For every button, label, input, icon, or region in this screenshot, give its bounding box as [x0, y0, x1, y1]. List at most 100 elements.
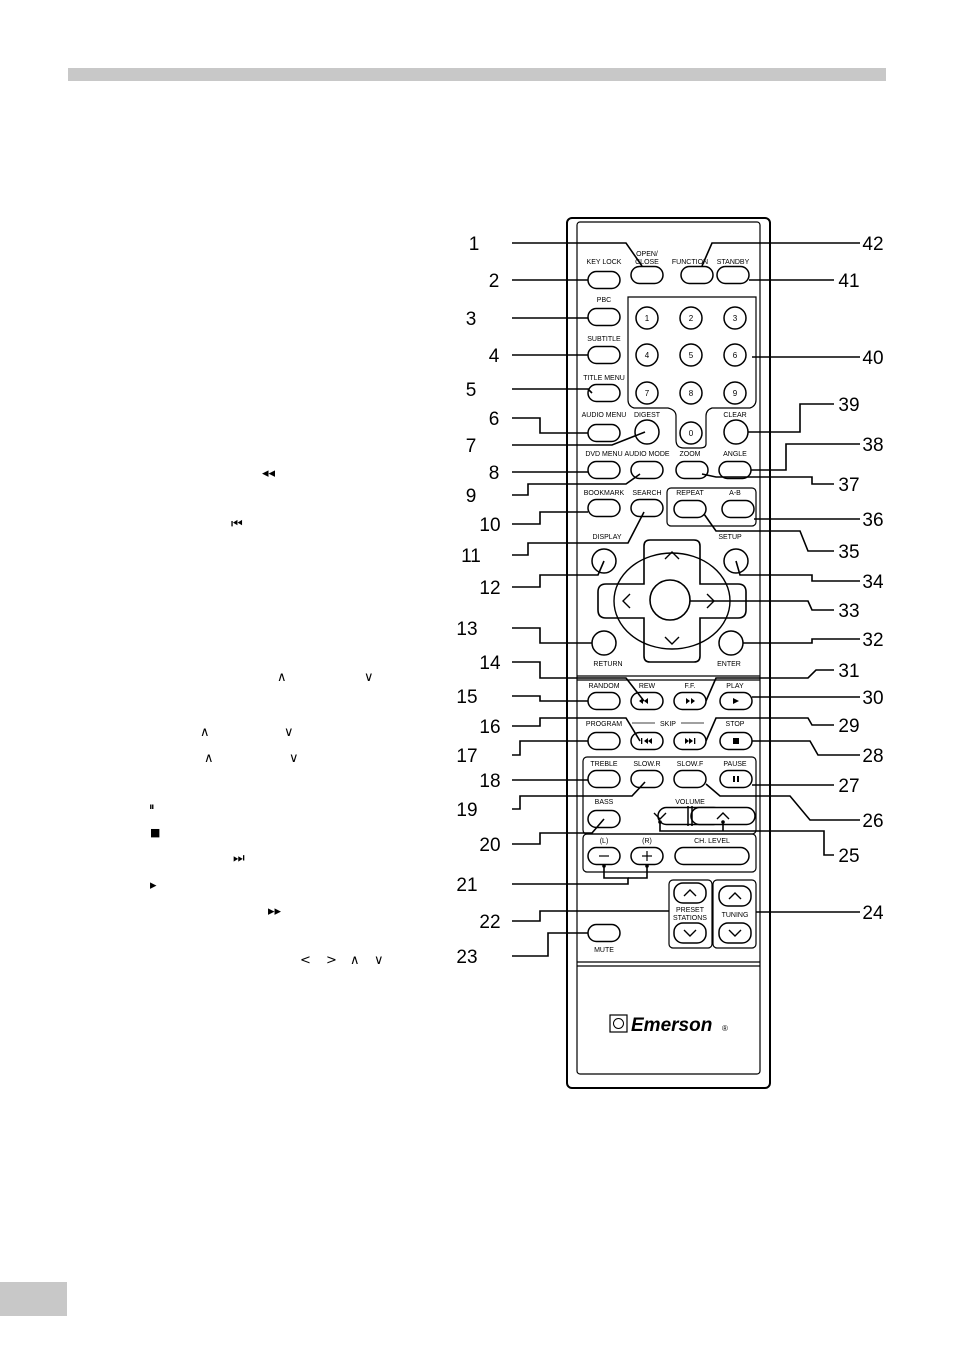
preset-down-button[interactable]: [673, 922, 707, 944]
preset-up-button[interactable]: [673, 882, 707, 904]
digit-label: 3: [733, 314, 738, 323]
tuning-up-button[interactable]: [718, 885, 752, 907]
up-glyph: ∧: [277, 670, 287, 685]
digit-label: 4: [645, 351, 650, 360]
play-label: PLAY: [726, 683, 744, 690]
search-label: SEARCH: [632, 490, 661, 497]
search-button[interactable]: [630, 498, 664, 518]
digit-7-button[interactable]: [635, 381, 659, 405]
nav-left-glyph: <: [300, 953, 311, 968]
callout-line: [512, 661, 645, 702]
callout-line: [512, 473, 641, 496]
digit-1-button[interactable]: [635, 306, 659, 330]
chevron-down-icon: [728, 929, 742, 937]
callout-number: 27: [838, 776, 859, 797]
digest-label: DIGEST: [634, 412, 661, 419]
angle-button[interactable]: [718, 460, 752, 480]
function-button[interactable]: [680, 265, 714, 285]
digest-button[interactable]: [634, 419, 660, 445]
pause-button[interactable]: [719, 769, 753, 789]
digit-3-button[interactable]: [723, 306, 747, 330]
digit-2-button[interactable]: [679, 306, 703, 330]
callout-number: 14: [479, 653, 501, 674]
callout-number: 15: [456, 687, 477, 708]
callout-line: [512, 932, 588, 957]
enter-button[interactable]: [718, 630, 744, 656]
callout-number: 10: [479, 515, 500, 536]
up-glyph: ∧: [200, 725, 210, 740]
digit-6-button[interactable]: [723, 343, 747, 367]
callout-line: [743, 638, 860, 644]
callout-number: 28: [862, 746, 883, 767]
program-button[interactable]: [587, 731, 621, 751]
callout-line: [512, 511, 645, 556]
key-lock-button[interactable]: [587, 270, 621, 290]
callout-number: 42: [862, 234, 883, 255]
nav-right-glyph: >: [326, 953, 337, 968]
audio-mode-button[interactable]: [630, 460, 664, 480]
digit-8-button[interactable]: [679, 381, 703, 405]
return-label: RETURN: [593, 661, 622, 668]
callout-number: 23: [456, 947, 477, 968]
pbc-button[interactable]: [587, 307, 621, 327]
treble-button[interactable]: [587, 769, 621, 789]
tuning-down-button[interactable]: [718, 922, 752, 944]
clear-button[interactable]: [723, 419, 749, 445]
callout-number: 2: [489, 271, 500, 292]
bookmark-button[interactable]: [587, 498, 621, 518]
nav-down-icon: [664, 636, 680, 645]
clear-label: CLEAR: [723, 412, 746, 419]
nav-center-button[interactable]: [649, 579, 691, 621]
title-menu-button[interactable]: [587, 383, 621, 403]
ch-level-button[interactable]: [674, 846, 750, 866]
callout-number: 25: [838, 846, 859, 867]
digit-label: 0: [689, 429, 694, 438]
subtitle-button[interactable]: [587, 345, 621, 365]
nav-pad[interactable]: [597, 539, 747, 663]
slow-r-button[interactable]: [630, 769, 664, 789]
repeat-button[interactable]: [673, 499, 707, 519]
slow-f-button[interactable]: [673, 769, 707, 789]
pbc-label: PBC: [597, 297, 611, 304]
open-close-button[interactable]: [630, 265, 664, 285]
brand-name: Emerson: [631, 1015, 712, 1036]
callout-line: [512, 417, 588, 434]
standby-button[interactable]: [716, 265, 750, 285]
callout-number: 41: [838, 271, 859, 292]
logo-seal-icon: [609, 1014, 628, 1033]
treble-label: TREBLE: [590, 761, 618, 768]
digit-9-button[interactable]: [723, 381, 747, 405]
right-label: (R): [642, 838, 652, 845]
callout-number: 35: [838, 542, 859, 563]
mute-button[interactable]: [587, 923, 621, 943]
callout-number: 32: [862, 630, 883, 651]
callout-number: 6: [489, 409, 500, 430]
ab-button[interactable]: [721, 499, 755, 519]
callout-line: [512, 431, 646, 446]
random-button[interactable]: [587, 691, 621, 711]
fast-forward-icon: [686, 698, 695, 704]
callout-line: [701, 242, 860, 267]
digit-4-button[interactable]: [635, 343, 659, 367]
digit-0-button[interactable]: [679, 421, 703, 445]
audio-menu-button[interactable]: [587, 423, 621, 443]
ff-label: F.F.: [685, 683, 696, 690]
preset-2-label: STATIONS: [673, 915, 707, 922]
ab-label: A-B: [729, 490, 741, 497]
return-button[interactable]: [591, 630, 617, 656]
digit-label: 7: [645, 389, 650, 398]
callout-line: [512, 910, 669, 922]
play-glyph: ▸: [150, 878, 157, 893]
callout-line: [512, 388, 593, 394]
callout-line: [512, 740, 588, 756]
callout-number: 13: [456, 619, 477, 640]
zoom-button[interactable]: [675, 460, 709, 480]
setup-label: SETUP: [718, 534, 742, 541]
digit-5-button[interactable]: [679, 343, 703, 367]
callout-line: [659, 822, 834, 856]
dvd-menu-button[interactable]: [587, 460, 621, 480]
callout-line: [690, 600, 834, 611]
title-menu-label: TITLE MENU: [583, 375, 625, 382]
callout-number: 9: [466, 486, 477, 507]
enter-label: ENTER: [717, 661, 741, 668]
